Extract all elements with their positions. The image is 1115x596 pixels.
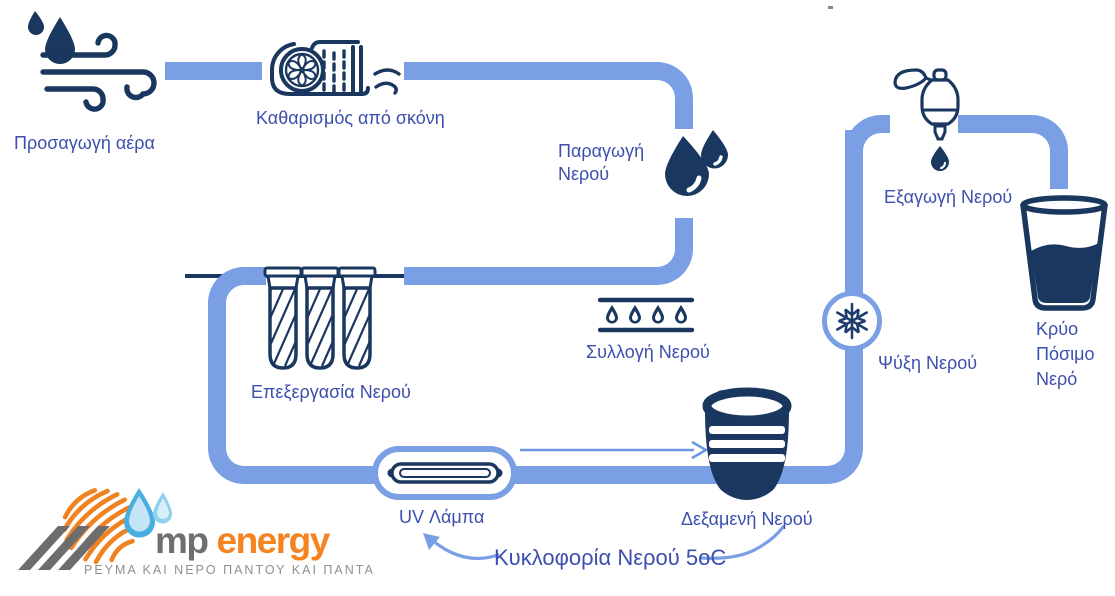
- pipe-top-right-corner: [404, 62, 693, 129]
- logo-brand-secondary: energy: [216, 520, 331, 561]
- flow-arrow-icon: [520, 440, 708, 460]
- uv-lamp-housing: [372, 446, 517, 500]
- circulation-arrow-left-icon: [423, 533, 500, 561]
- label-water-cooling: Ψύξη Νερού: [878, 353, 978, 373]
- label-water-collection: Συλλογή Νερού: [586, 342, 710, 362]
- label-water-circulation: Κυκλοφορία Νερού 5oC: [494, 545, 727, 570]
- water-production-icon: [665, 130, 728, 196]
- water-cooling-node: [822, 291, 882, 351]
- uv-lamp-icon: [387, 462, 502, 484]
- logo-drops: [124, 488, 172, 538]
- label-water-tank: Δεξαμενή Νερού: [681, 509, 813, 529]
- label-dust-cleaning: Καθαρισμός από σκόνη: [256, 108, 445, 128]
- dust-cleaning-icon: [269, 40, 401, 96]
- label-water-production: Παραγωγή Νερού: [558, 141, 645, 185]
- label-cold-drinking-water: Κρύο Πόσιμο Νερό: [1036, 319, 1095, 389]
- snowflake-icon: [836, 302, 868, 340]
- logo-graphic: [18, 488, 172, 570]
- water-treatment-icon: [246, 266, 406, 378]
- water-extraction-icon: [893, 68, 960, 171]
- logo-brand-primary: mp: [155, 520, 209, 561]
- label-uv-lamp: UV Λάμπα: [399, 507, 485, 527]
- circulation-curve-right-icon: [700, 525, 785, 560]
- label-water-treatment: Επεξεργασία Νερού: [251, 382, 411, 402]
- artifact-dash: [828, 6, 833, 9]
- pipe-down-to-treatment: [404, 218, 693, 285]
- water-tank-icon: [702, 387, 792, 500]
- cold-water-glass-icon: [1020, 195, 1108, 311]
- logo-tagline: ΡΕΥΜΑ ΚΑΙ ΝΕΡΟ ΠΑΝΤΟΥ ΚΑΙ ΠΑΝΤΑ: [84, 563, 375, 577]
- air-supply-icon: [28, 11, 157, 112]
- label-water-extraction: Εξαγωγή Νερού: [884, 187, 1013, 207]
- pipe-bottom-u: [208, 320, 863, 484]
- water-collection-icon: [597, 297, 695, 333]
- label-air-supply: Προσαγωγή αέρα: [14, 133, 155, 153]
- pipe-air-intake: [165, 62, 262, 80]
